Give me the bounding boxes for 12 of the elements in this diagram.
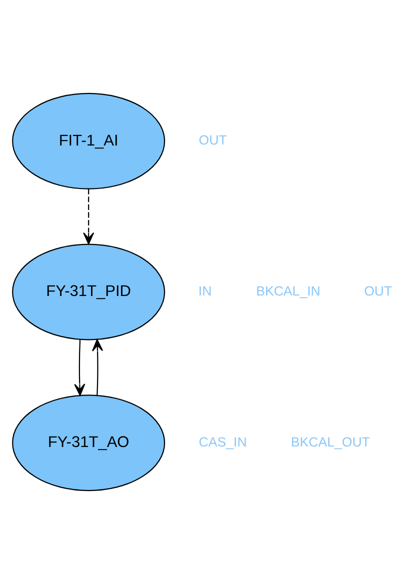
- arrow: [74, 340, 86, 396]
- label: OUT: [364, 283, 392, 298]
- node-ellipse: FIT-1_AI: [12, 92, 166, 190]
- label: OUT: [198, 132, 227, 148]
- node-ellipse: FY-31T_PID: [12, 244, 166, 340]
- label: BKCAL_IN: [256, 283, 320, 298]
- arrow: [83, 188, 94, 244]
- label: BKCAL_OUT: [290, 434, 370, 450]
- label: IN: [198, 283, 212, 298]
- label: CAS_IN: [198, 434, 247, 450]
- arrow: [92, 339, 104, 396]
- node-ellipse: FY-31T_AO: [12, 394, 166, 492]
